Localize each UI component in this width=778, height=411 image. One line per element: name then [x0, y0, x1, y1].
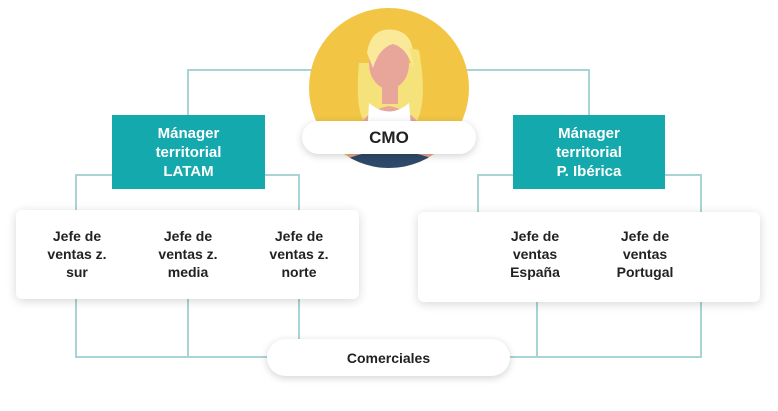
iberica-jefes-panel: Jefe de ventas España Jefe de ventas Por… — [418, 212, 760, 302]
connector-cmo-latam — [187, 69, 315, 115]
connector-latam-right — [265, 174, 300, 210]
comerciales-box: Comerciales — [267, 339, 510, 376]
connector-latam-bottom — [75, 299, 267, 358]
jefe-ventas-media: Jefe de ventas z. media — [158, 228, 218, 280]
connector-iberica-left — [477, 174, 513, 212]
connector-iberica-right — [665, 174, 702, 212]
connector-latam-left — [75, 174, 112, 210]
connector-cmo-iberica — [463, 69, 590, 115]
jefe-ventas-espana: Jefe de ventas España — [510, 228, 560, 280]
cmo-box: CMO — [302, 121, 476, 154]
manager-latam-box: Mánager territorial LATAM — [112, 115, 265, 189]
connector-iberica-bottom — [510, 302, 702, 358]
jefe-ventas-portugal: Jefe de ventas Portugal — [616, 228, 674, 280]
jefe-ventas-sur: Jefe de ventas z. sur — [47, 228, 107, 280]
jefe-ventas-norte: Jefe de ventas z. norte — [269, 228, 329, 280]
latam-jefes-panel: Jefe de ventas z. sur Jefe de ventas z. … — [16, 210, 359, 299]
manager-iberica-box: Mánager territorial P. Ibérica — [513, 115, 665, 189]
